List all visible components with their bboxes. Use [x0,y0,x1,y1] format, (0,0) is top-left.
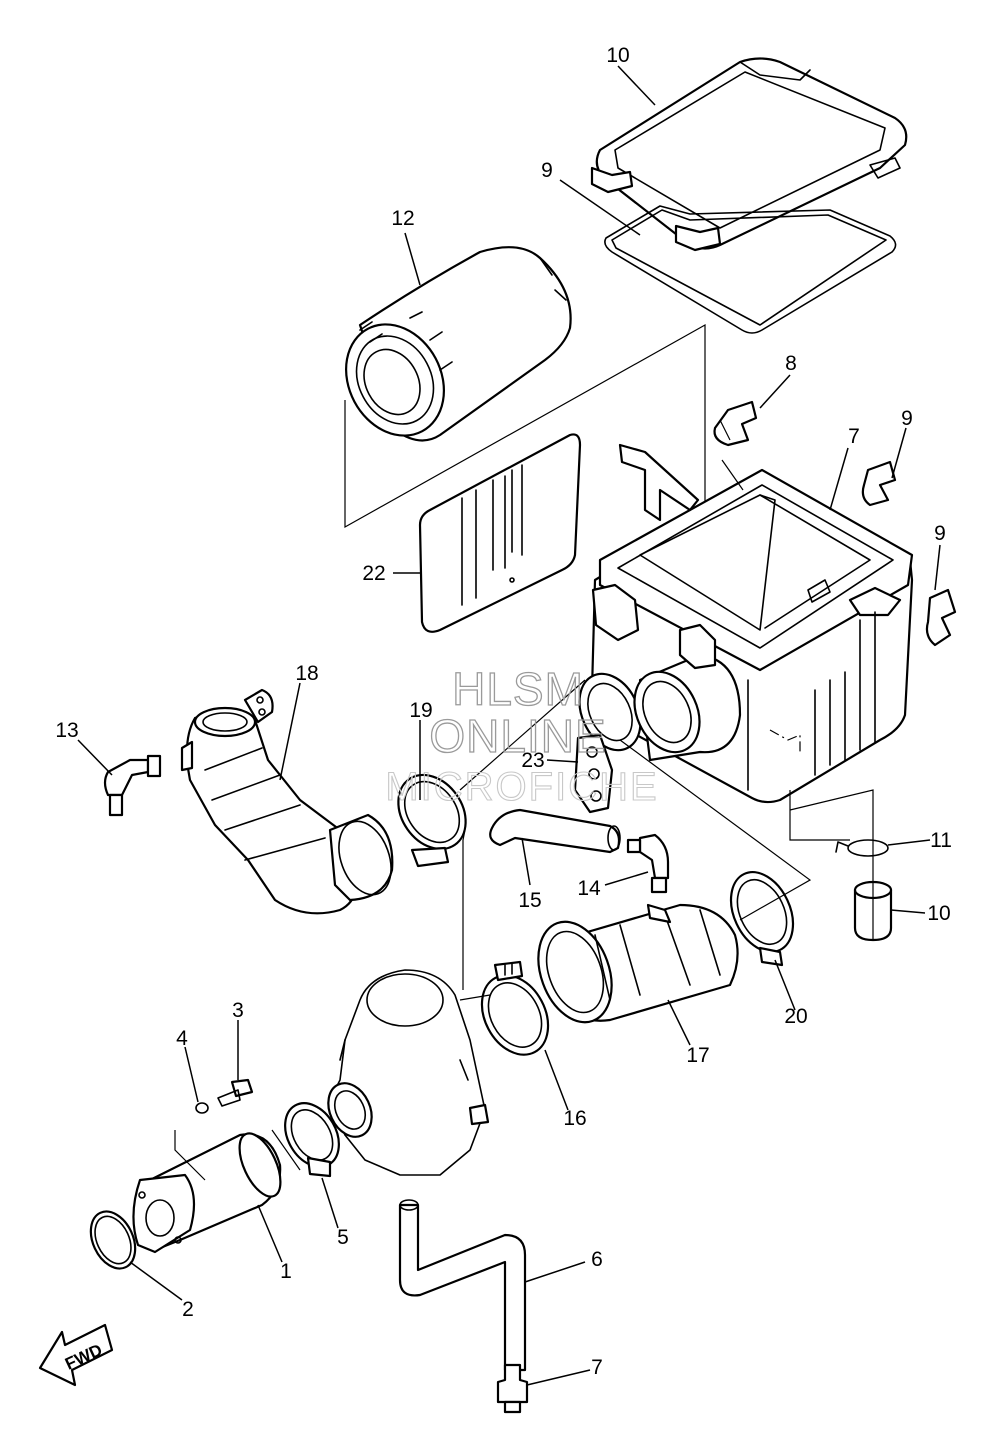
callout-numbers: 10 9 12 8 9 7 9 22 18 19 13 23 11 14 15 … [55,44,952,1379]
callout-16: 15 [518,889,541,912]
callout-7: 7 [591,1356,603,1379]
callout-3: 3 [232,999,244,1022]
part-21-clamp [729,871,795,967]
callout-22: 22 [362,562,385,585]
part-9-clip-right [925,588,957,647]
callout-leaders [77,65,941,1386]
assembly-guides [174,419,874,1181]
watermark-line-1: HLSM [452,663,584,715]
callout-15-left: 13 [55,719,78,742]
callout-13: 11 [930,829,952,852]
callout-23: 23 [521,749,544,772]
callout-1: 1 [280,1260,292,1283]
part-15-elbow-left [103,754,162,817]
part-10-gasket [604,205,897,334]
part-23-holder [573,733,614,814]
callout-15-middle: 14 [577,877,601,900]
callout-17: 16 [563,1107,586,1130]
part-18-joint [537,903,739,1024]
callout-10: 9 [541,159,553,182]
part-5-clamp [284,1102,340,1178]
callout-14: 12 [391,207,414,230]
part-1-carb-joint [132,1132,282,1254]
callout-5: 5 [337,1226,349,1249]
callout-6: 6 [591,1248,603,1271]
callout-19: 18 [295,662,318,685]
part-4-washer [195,1102,209,1114]
part-16-hose [489,808,621,854]
callout-12: 10 [927,902,950,925]
callout-11: 10 [606,44,629,67]
part-9-clip-middle [861,460,897,507]
part-2-o-ring [89,1210,137,1270]
callout-21: 20 [784,1005,807,1028]
part-20-clamp [397,773,467,868]
fwd-direction-arrow: FWD [38,1323,114,1387]
callout-2: 2 [182,1298,194,1321]
part-6-hose [398,1199,527,1372]
part-3-bolt [217,1078,254,1107]
part-15-elbow-middle [626,833,670,894]
callout-8: 7 [848,425,860,448]
callout-9-middle: 9 [901,407,913,430]
part-19-intake-duct [180,688,394,915]
watermark-line-2: ONLINE [429,710,606,762]
part-14-air-filter [345,246,572,442]
callout-20: 19 [409,699,432,722]
airbox-outlet-ring [578,623,742,762]
part-22-guard-plate [418,433,582,633]
watermark: HLSM ONLINE MICROFICHE [385,662,658,809]
callout-9-upper: 8 [785,352,797,375]
part-7-plug [496,1363,529,1414]
part-11-airbox-cover [590,57,908,252]
watermark-line-3: MICROFICHE [385,765,658,809]
callout-9-right: 9 [934,522,946,545]
part-9-clip-upper [713,400,758,447]
part-17-clamp [480,960,550,1056]
callout-4: 4 [176,1027,188,1050]
carburetor [327,969,490,1176]
callout-18: 17 [686,1044,709,1067]
part-13-clamp [835,839,889,857]
